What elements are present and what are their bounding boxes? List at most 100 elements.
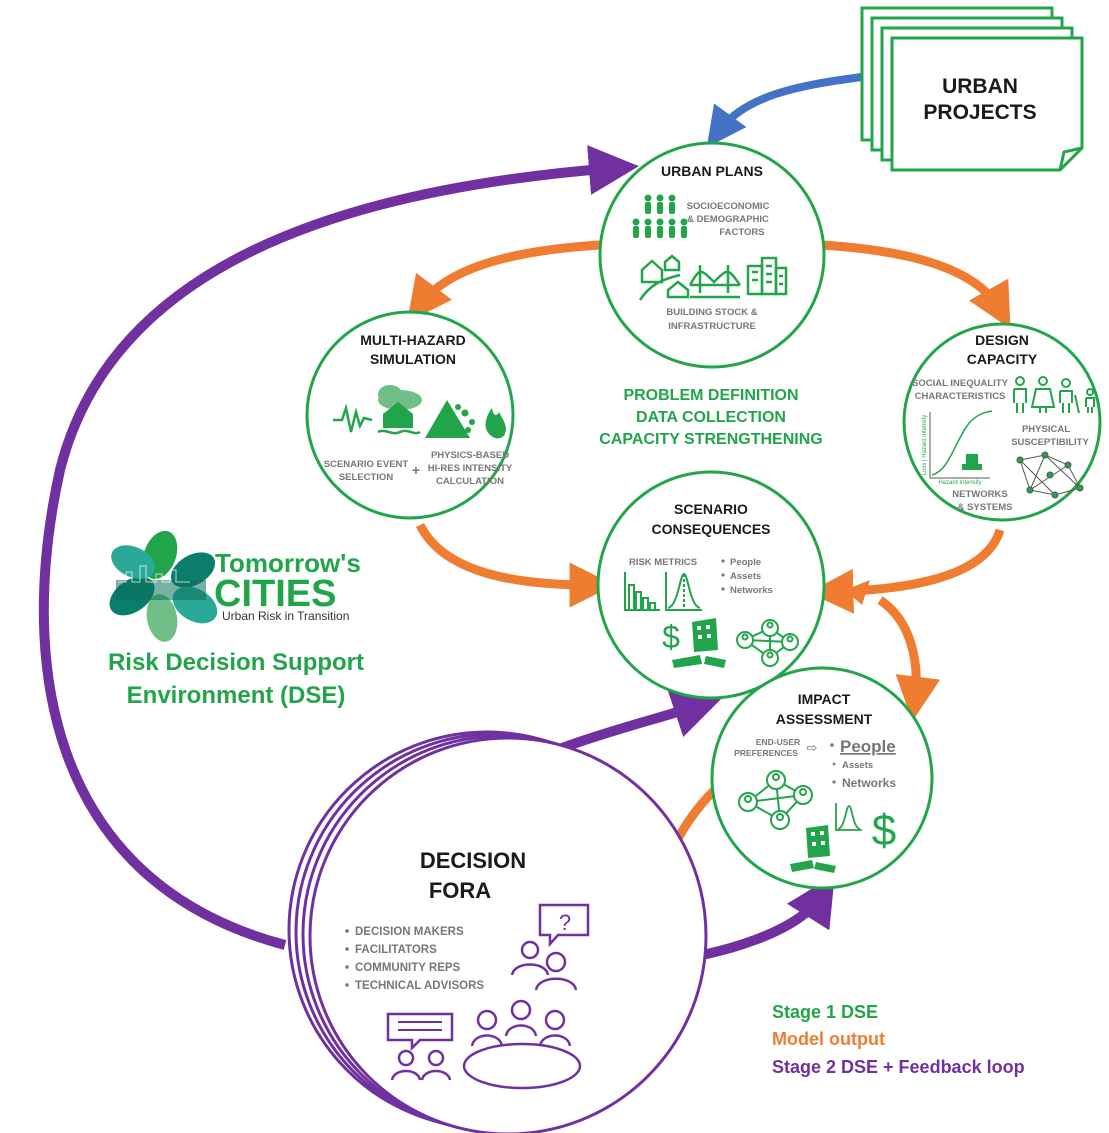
building-line1: BUILDING STOCK & [666, 307, 757, 318]
scenario-consequences-node: SCENARIO CONSEQUENCES RISK METRICS Peopl… [596, 470, 826, 700]
scenario-item-people: People [730, 557, 761, 568]
preference-arrow-icon: ⇨ [807, 740, 818, 755]
physical-line2: SUSCEPTIBILITY [1011, 437, 1089, 448]
urban-plans-node: URBAN PLANS SOCIOECONOMIC & DEMOGRAPHIC … [598, 141, 826, 369]
networks-line1: NETWORKS [952, 489, 1007, 500]
dse-title-line2: Environment (DSE) [127, 682, 346, 709]
scenario-to-impact-arrow [877, 596, 941, 722]
tomorrows-cities-logo: Tomorrow's CITIES Urban Risk in Transiti… [109, 530, 361, 642]
urban-projects-line2: PROJECTS [923, 101, 1036, 124]
people-icon [632, 194, 688, 238]
houses-icon [638, 254, 690, 301]
user-network-icon [738, 770, 813, 830]
damaged-building-icon [790, 825, 836, 873]
design-capacity-title1: DESIGN [975, 332, 1029, 348]
damaged-building-icon [672, 618, 726, 668]
dollar-icon: $ [872, 806, 896, 855]
question-bubble-icon [510, 903, 590, 991]
networks-bullet [832, 780, 836, 784]
scenario-bullets [721, 559, 725, 591]
decision-fora-node: DECISION FORA DECISION MAKERS FACILITATO… [287, 730, 708, 1133]
fora-item-community-reps: COMMUNITY REPS [355, 962, 461, 974]
end-user-line1: END-USER [756, 737, 800, 747]
legend-stage1: Stage 1 DSE [772, 1002, 878, 1022]
multi-hazard-title1: MULTI-HAZARD [360, 332, 466, 348]
landslide-icon [425, 400, 475, 438]
meeting-table-icon [462, 999, 582, 1090]
urban-projects-stack: URBAN PROJECTS [860, 6, 1084, 172]
bar-chart-icon [624, 572, 660, 611]
risk-metrics-label: RISK METRICS [629, 557, 697, 568]
bridge-icon [688, 265, 742, 299]
scenario-event-line1: SCENARIO EVENT [324, 459, 409, 470]
physics-line2: HI-RES INTENSITY [428, 463, 513, 474]
scenario-event-line2: SELECTION [339, 472, 394, 483]
impact-title2: ASSESSMENT [776, 711, 873, 727]
feedback-loop-arrow [38, 145, 639, 950]
physics-line1: PHYSICS-BASED [431, 450, 509, 461]
logo-line2: CITIES [214, 573, 336, 615]
family-icon [1013, 376, 1095, 414]
legend-stage2: Stage 2 DSE + Feedback loop [772, 1057, 1025, 1077]
question-mark: ? [559, 910, 571, 935]
center-labels: PROBLEM DEFINITION DATA COLLECTION CAPAC… [599, 387, 822, 448]
socio-line1: SOCIOECONOMIC [687, 201, 770, 212]
impact-assets-label: Assets [842, 760, 873, 771]
socio-line3: FACTORS [719, 227, 764, 238]
flower-logo-icon [109, 530, 218, 642]
impact-to-scenario-arrowhead [845, 580, 870, 605]
building-line2: INFRASTRUCTURE [668, 321, 756, 332]
legend: Stage 1 DSE Model output Stage 2 DSE + F… [772, 1002, 1025, 1077]
dollar-icon: $ [662, 619, 680, 655]
distribution-icon [665, 572, 702, 611]
people-bullet [830, 743, 834, 747]
plus-sign: + [412, 462, 420, 478]
scenario-title2: CONSEQUENCES [651, 521, 770, 537]
dse-title: Risk Decision Support Environment (DSE) [108, 649, 364, 709]
socio-line2: & DEMOGRAPHIC [687, 214, 769, 225]
speech-bubble-icon [386, 1012, 454, 1081]
fora-item-technical-advisors: TECHNICAL ADVISORS [355, 980, 484, 992]
hazard-to-scenario-arrow [415, 522, 615, 608]
impact-assessment-node: IMPACT ASSESSMENT END-USER PREFERENCES ⇨… [710, 666, 934, 890]
curve-axis-x: Hazard Intensity [938, 480, 981, 486]
multi-hazard-title2: SIMULATION [370, 351, 456, 367]
scenario-item-networks: Networks [730, 585, 773, 596]
multi-hazard-node: MULTI-HAZARD SIMULATION SCENARIO EVENT S… [305, 310, 515, 520]
logo-line1: Tomorrow's [215, 548, 361, 578]
scenario-title1: SCENARIO [674, 501, 748, 517]
fora-bullets [345, 929, 349, 987]
capacity-to-scenario-arrow [808, 528, 1005, 614]
urban-plans-title: URBAN PLANS [661, 163, 763, 179]
scenario-item-assets: Assets [730, 571, 761, 582]
networks-line2: & SYSTEMS [958, 502, 1013, 513]
design-capacity-node: DESIGN CAPACITY SOCIAL INEQUALITY CHARAC… [902, 322, 1102, 522]
physics-line3: CALCULATION [436, 476, 504, 487]
dse-title-line1: Risk Decision Support [108, 649, 364, 676]
urban-projects-line1: URBAN [942, 75, 1018, 98]
design-capacity-title2: CAPACITY [967, 351, 1038, 367]
projects-to-plans-arrow [706, 73, 863, 148]
plans-to-hazard-arrow [407, 240, 601, 323]
plans-to-capacity-arrow [821, 240, 1011, 329]
seismic-wave-icon [333, 403, 373, 433]
capacity-strengthening-label: CAPACITY STRENGTHENING [599, 431, 822, 448]
flood-icon [377, 385, 422, 435]
impact-title1: IMPACT [798, 691, 851, 707]
data-collection-label: DATA COLLECTION [636, 409, 786, 426]
buildings-icon [746, 256, 788, 296]
network-graph-icon [1016, 451, 1084, 499]
vulnerability-curve-icon: Hazard Intensity Loss | Hazard intensity [922, 410, 993, 486]
decision-fora-title2: FORA [429, 878, 491, 903]
impact-people-label: People [840, 737, 896, 756]
fora-item-facilitators: FACILITATORS [355, 944, 437, 956]
physical-line1: PHYSICAL [1022, 424, 1070, 435]
curve-axis-y: Loss | Hazard intensity [922, 415, 928, 476]
problem-definition-label: PROBLEM DEFINITION [623, 387, 798, 404]
assets-bullet [832, 762, 836, 766]
social-inequality-line1: SOCIAL INEQUALITY [912, 378, 1009, 389]
fora-item-decision-makers: DECISION MAKERS [355, 926, 464, 938]
document-stack-icon [860, 6, 1084, 172]
fire-icon [485, 408, 506, 439]
